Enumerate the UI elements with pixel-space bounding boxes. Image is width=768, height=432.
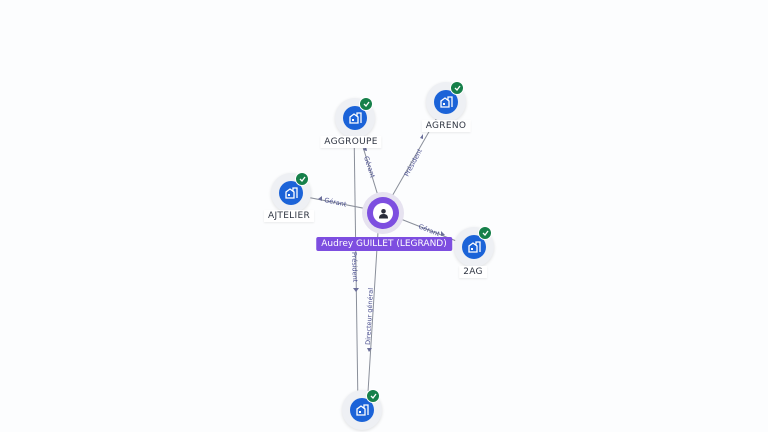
building-icon: [462, 235, 486, 259]
arrow-bottom-president: [353, 288, 359, 292]
verified-check-icon: [359, 97, 373, 111]
arrow-2ag: [441, 231, 445, 236]
edge-label-bottom-president: Président: [350, 252, 359, 283]
building-icon: [434, 90, 458, 114]
verified-check-icon: [295, 172, 309, 186]
company-node-ajtelier[interactable]: [271, 172, 311, 213]
verified-check-icon: [366, 389, 380, 403]
company-label-ajtelier[interactable]: AJTELIER: [263, 210, 315, 222]
arrow-bottom-directeur: [367, 348, 372, 352]
edge-bottom-directeur: [366, 231, 379, 409]
person-node[interactable]: [362, 192, 404, 234]
company-label-agreno[interactable]: AGRENO: [421, 120, 471, 132]
edge-label-agreno: Président: [403, 147, 425, 178]
company-node-aggroupe[interactable]: [335, 97, 375, 138]
verified-check-icon: [478, 226, 492, 240]
company-node-bottom[interactable]: [342, 389, 382, 430]
verified-check-icon: [450, 81, 464, 95]
company-label-aggroupe[interactable]: AGGROUPE: [320, 136, 382, 148]
edge-label-aggroupe: Gérant: [362, 155, 377, 179]
edge-label-bottom-directeur: Directeur général: [364, 288, 375, 346]
arrow-agreno: [420, 134, 423, 139]
company-node-agreno[interactable]: [426, 81, 466, 122]
arrow-ajtelier: [318, 196, 322, 201]
edge-label-2ag: Gérant: [417, 222, 441, 238]
edge-bottom-president: [353, 127, 359, 409]
person-label[interactable]: Audrey GUILLET (LEGRAND): [316, 237, 452, 251]
company-label-2ag[interactable]: 2AG: [459, 266, 487, 278]
edge-label-ajtelier: Gérant: [324, 196, 348, 209]
person-icon: [373, 203, 393, 223]
company-node-2ag[interactable]: [454, 226, 494, 267]
